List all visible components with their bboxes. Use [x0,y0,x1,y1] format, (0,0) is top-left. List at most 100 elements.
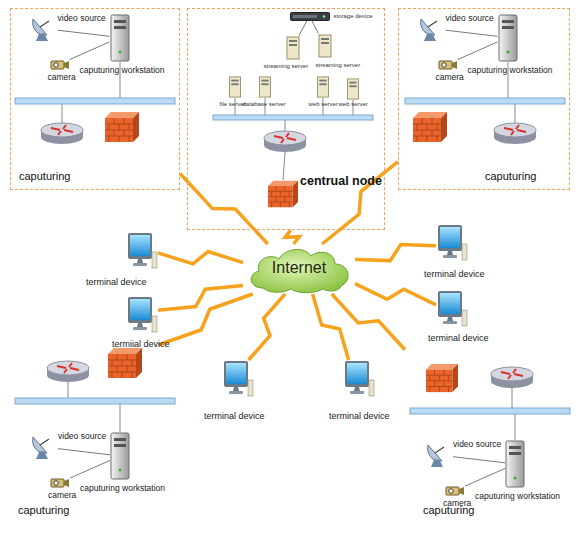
server-icon [230,77,241,97]
node-label: termiial device [112,340,170,349]
network-wire [515,104,516,124]
cable-link [453,457,505,463]
node-label: camera [436,73,464,82]
camera-icon [439,61,457,69]
terminal-node: terminal device [436,290,468,328]
network-wire [285,120,286,132]
terminal-node: terminal device [436,224,468,262]
server-node: database server [258,76,272,98]
firewall-icon [105,112,139,142]
firewall-icon [108,348,142,378]
node-label: camera [443,499,471,508]
camera-node: camera [443,484,465,498]
terminal-icon [128,297,157,332]
video-source-node: video source [30,16,58,42]
central-node-box: centrual node storage device streaming ser… [187,8,385,230]
node-label: terminal device [204,412,265,421]
node-label: caputuring [18,505,69,516]
network-bus [410,408,570,414]
cable-link [299,21,307,36]
router-icon [491,367,533,388]
cable-link [58,30,110,36]
terminal-icon [345,361,374,396]
router-icon [41,123,83,144]
server-icon [318,77,329,97]
router-icon [47,361,89,382]
network-wire [515,414,516,440]
camera-node: camera [48,58,70,72]
cable-link [70,460,110,478]
lightning-link [158,252,243,264]
storage-node: storage device [290,12,330,21]
video-source-node: video source [425,442,453,468]
server-node: file server [228,76,242,98]
workstation-node: caputuring workstation [498,14,518,62]
node-label: caputuring workstation [468,66,553,75]
server-node: streaming server [318,34,332,58]
firewall-icon [413,112,447,142]
camera-node: camera [48,476,70,490]
satellite-dish-icon [33,19,49,41]
node-label: Internet [243,260,355,276]
node-label: centrual node [300,175,382,188]
capture-group: caputuringvideo sourcecameracaputuring w… [10,345,180,525]
workstation-node: caputuring workstation [505,440,525,488]
workstation-icon [499,15,517,61]
node-label: caputuring workstation [80,66,165,75]
network-wire [68,382,69,398]
node-label: video source [453,440,501,449]
capture-group: caputuringvideo sourcecameracaputuring w… [398,8,570,190]
node-label: web server [309,101,338,107]
capture-group: caputuringvideo sourcecameracaputuring w… [10,8,180,190]
cable-link [70,42,110,60]
node-label: terminal device [424,270,485,279]
lightning-link [355,284,436,305]
node-label: caputuring workstation [475,492,560,501]
server-icon [260,77,271,97]
server-node: web server [316,76,330,98]
node-label: storage device [334,13,373,19]
node-label: database server [243,101,286,107]
node-label: video source [58,432,106,441]
network-bus [15,98,175,104]
storage-icon [291,13,330,21]
cable-link [312,21,319,34]
satellite-dish-icon [33,437,49,459]
network-bus [213,115,373,120]
workstation-icon [506,441,524,487]
cable-link [58,449,110,455]
lightning-link [180,174,268,244]
workstation-icon [111,433,129,479]
camera-icon [51,61,69,69]
firewall-icon [426,364,458,392]
camera-icon [51,479,69,487]
node-label: streaming server [316,62,361,68]
node-label: web server [339,101,368,107]
workstation-node: caputuring workstation [110,14,130,62]
lightning-link [158,294,252,345]
node-label: video source [58,14,106,23]
terminal-icon [128,233,157,268]
terminal-node: terminal device [222,360,254,398]
network-wire [120,404,121,432]
network-wire [512,388,513,408]
server-icon [348,79,359,99]
terminal-icon [224,361,253,396]
node-label: terminal device [86,278,147,287]
node-label: terminal device [428,334,489,343]
video-source-node: video source [30,434,58,460]
cable-link [465,468,505,486]
terminal-node: terminal device [343,360,375,398]
node-label: terminal device [329,412,390,421]
router-icon [264,131,306,152]
node-label: caputuring [485,171,536,182]
server-node: streaming server [286,36,300,60]
terminal-node: terminal device [126,232,158,270]
server-icon [287,37,299,59]
node-label: streaming server [264,63,309,69]
router-icon [494,123,536,144]
network-bus [15,398,175,404]
network-bus [405,98,565,104]
